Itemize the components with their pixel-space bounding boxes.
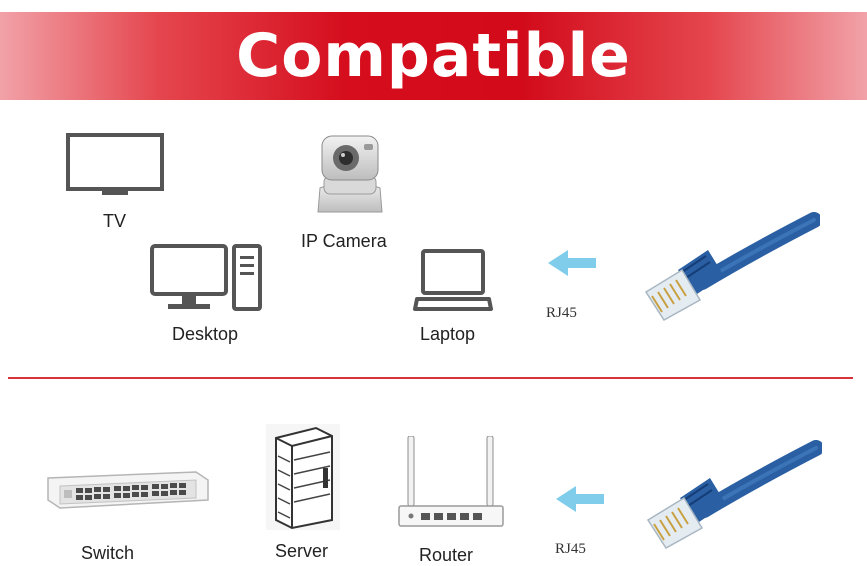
laptop-icon bbox=[413, 249, 493, 313]
arrow-left-icon bbox=[554, 484, 606, 514]
tv-icon bbox=[66, 133, 164, 199]
compatible-banner: Compatible bbox=[0, 12, 867, 100]
switch-label: Switch bbox=[81, 543, 135, 563]
server-label: Server bbox=[275, 541, 329, 561]
rj45-label-bottom: RJ45 bbox=[555, 541, 586, 557]
router-icon bbox=[397, 436, 507, 530]
router-label: Router bbox=[419, 545, 474, 565]
arrow-left-icon bbox=[546, 248, 598, 278]
tv-label: TV bbox=[103, 211, 127, 231]
server-icon bbox=[266, 424, 340, 530]
desktop-label: Desktop bbox=[172, 324, 239, 344]
rj45-label-top: RJ45 bbox=[546, 305, 577, 321]
ip-camera-label: IP Camera bbox=[301, 231, 387, 251]
ip-camera-icon bbox=[310, 130, 390, 215]
banner-title: Compatible bbox=[236, 21, 631, 91]
rj45-cable-icon bbox=[644, 440, 822, 552]
rj45-cable-icon bbox=[642, 212, 820, 324]
switch-icon bbox=[46, 470, 210, 516]
section-divider bbox=[8, 377, 853, 379]
desktop-icon bbox=[150, 244, 264, 312]
laptop-label: Laptop bbox=[420, 324, 476, 344]
